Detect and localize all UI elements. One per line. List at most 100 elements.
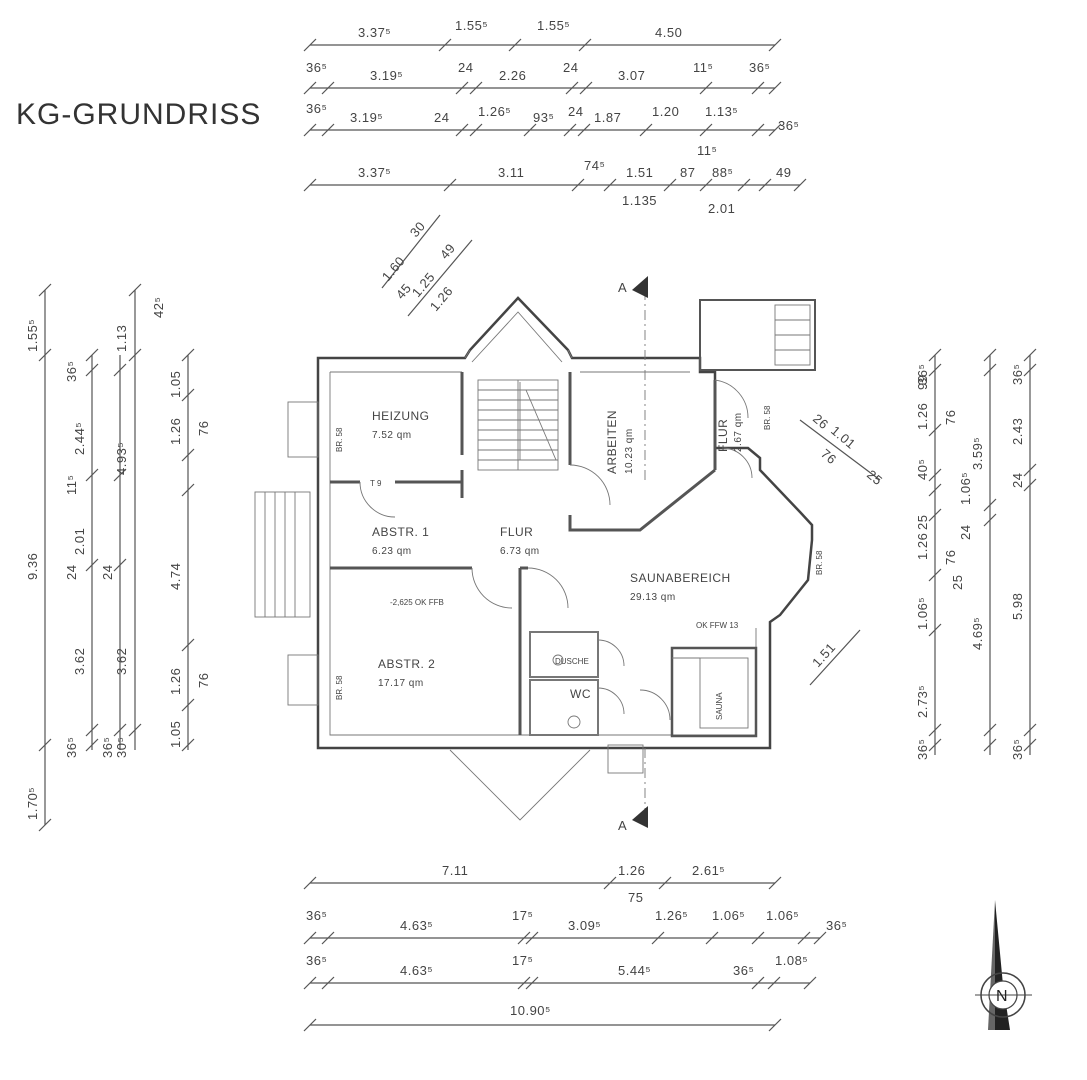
dim-top-4-2: 3.11 [498,165,524,180]
dim-right-2-5: 4.69⁵ [970,617,985,650]
note-window-3: BR. 58 [763,405,772,430]
dim-left-2-2: 2.01 [72,528,87,555]
dim-top-2-3: 24 [458,60,473,75]
dim-left-5-4: 76 [196,421,211,436]
dim-top-2-4: 2.26 [499,68,526,83]
dim-top-3-4: 1.26⁵ [478,104,511,119]
room-labels: HEIZUNG 7.52 qm ABSTR. 1 6.23 qm FLUR 6.… [372,409,744,720]
dim-right-4-2: 2.43 [1010,418,1025,445]
dim-left-3-3: 24 [100,565,115,580]
dim-bottom-1-3: 2.61⁵ [692,863,725,878]
dim-bottom-1-1: 7.11 [442,863,468,878]
dim-top-2-7: 11⁵ [693,60,713,75]
room-abstr2-name: ABSTR. 2 [378,657,435,671]
dim-top-3-1: 36⁵ [306,101,327,116]
room-arbeiten-name: ARBEITEN [605,410,619,474]
dim-left-3-1: 11⁵ [64,475,79,495]
room-flur-area: 6.73 qm [500,546,540,557]
dim-top-2-2: 3.19⁵ [370,68,403,83]
room-abstr1-name: ABSTR. 1 [372,525,429,539]
note-sauna: OK FFW 13 [696,621,739,630]
dim-left-5-2: 1.05 [168,371,183,398]
dim-left-4-1: 1.13 [114,325,129,352]
dim-bottom-2-5: 1.26⁵ [655,908,688,923]
compass-north-arrow-icon: N [975,900,1032,1030]
room-heizung-area: 7.52 qm [372,430,412,441]
dim-diag-5: 45 [393,280,414,301]
dim-top-1-3: 1.55⁵ [537,18,570,33]
dim-top-2-5: 24 [563,60,578,75]
dim-diag-1: 1.60 [379,253,408,284]
dim-top-4-4: 1.51 [626,165,653,180]
right-diagonal-dimensions: 26 1.01 76 25 1.51 [799,411,886,686]
dim-left-5-6: 1.05 [168,721,183,748]
dim-top-4-5: 87 [680,165,695,180]
dim-bottom-2-4: 3.09⁵ [568,918,601,933]
dim-top-4-8: 11⁵ [697,143,717,158]
dim-right-1-9: 36⁵ [915,739,930,760]
dim-bottom-3-6: 1.08⁵ [775,953,808,968]
dim-right-4-5: 36⁵ [1010,739,1025,760]
dim-top-3-3: 24 [434,110,449,125]
dim-left-4-4: 30⁵ [114,737,129,758]
dim-right-2-1: 76 [943,410,958,425]
room-abstr2-area: 17.17 qm [378,678,424,689]
section-label-top: A [618,280,627,295]
dim-right-4-1: 36⁵ [1010,364,1025,385]
dim-bottom-1-2: 1.26 [618,863,645,878]
room-dusche-name: DUSCHE [555,657,589,666]
dim-bottom-3-5: 36⁵ [733,963,754,978]
dim-bottom-2-1: 36⁵ [306,908,327,923]
dim-top-3-7: 1.87 [594,110,621,125]
dim-top-3-6: 24 [568,104,583,119]
dim-top-4-7: 49 [776,165,791,180]
dim-top-4-1: 3.37⁵ [358,165,391,180]
dim-top-2-8: 36⁵ [749,60,770,75]
dim-right-1-5: 1.26 [915,533,930,560]
dim-top-2-1: 36⁵ [306,60,327,75]
dim-diag-4: 49 [437,240,458,261]
room-flur2-area: 2.67 qm [733,412,744,452]
dim-left-4-2: 4.93⁵ [114,442,129,475]
dim-top-4-9: 1.135 [622,193,657,208]
dim-left-5-5: 1.26 [168,668,183,695]
dim-bottom-3-1: 36⁵ [306,953,327,968]
section-label-bottom: A [618,818,627,833]
dim-right-1-7: 1.06⁵ [915,597,930,630]
dim-top-4-6: 88⁵ [712,165,733,180]
note-window-4: BR. 58 [815,550,824,575]
dim-bottom-3-3: 17⁵ [512,953,533,968]
dim-right-2-3: 25 [950,575,965,590]
dim-rdiag-5: 1.51 [809,640,838,670]
dim-bottom-2-3: 17⁵ [512,908,533,923]
dim-right-2-2: 76 [943,550,958,565]
dim-rdiag-2: 1.01 [828,423,859,452]
dim-bottom-2-6: 1.06⁵ [712,908,745,923]
dim-bottom-3-4: 5.44⁵ [618,963,651,978]
room-saunabereich-area: 29.13 qm [630,592,676,603]
diagonal-dimension-bay: 1.60 30 1.25 49 45 1.26 [379,214,473,317]
dim-bottom-4-1: 10.90⁵ [510,1003,551,1018]
dim-left-2-5: 36⁵ [64,737,79,758]
room-wc-name: WC [570,687,591,701]
right-dimension-chains: 36⁵ 1.26 99 40⁵ 1.26 25 1.06⁵ 2.73⁵ 36⁵ … [915,348,1037,760]
dim-right-2-4: 24 [958,525,973,540]
dim-diag-2: 30 [407,218,428,239]
dim-top-4-3: 74⁵ [584,158,605,173]
dim-top-2-6: 3.07 [618,68,645,83]
room-heizung-name: HEIZUNG [372,409,430,423]
note-level: -2,625 OK FFB [390,598,444,607]
dim-top-3-8: 1.20 [652,104,679,119]
dim-left-1-3: 1.70⁵ [25,787,40,820]
room-saunabereich-name: SAUNABEREICH [630,571,731,585]
dim-left-3-5: 36⁵ [100,737,115,758]
dim-right-4-4: 5.98 [1010,593,1025,620]
dim-left-6-1: 76 [196,673,211,688]
dim-top-3-5: 93⁵ [533,110,554,125]
dim-right-1-6: 25 [915,515,930,530]
dim-top-3-10: 36⁵ [778,118,799,133]
dim-bottom-1-4: 75 [628,890,643,905]
dim-left-3-4: 3.62 [114,648,129,675]
dim-left-3-2: 2.44⁵ [72,422,87,455]
